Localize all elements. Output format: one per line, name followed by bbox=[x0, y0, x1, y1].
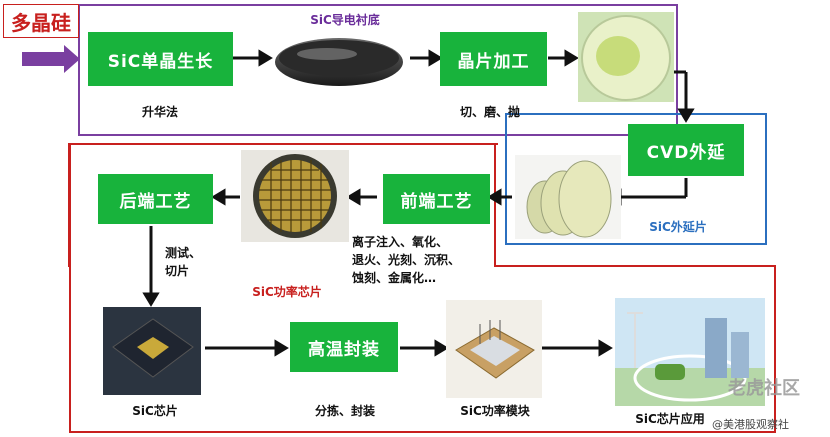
wafer-steps-label: 切、磨、抛 bbox=[459, 105, 520, 119]
front-steps-line2: 退火、光刻、沉积、 bbox=[352, 253, 461, 267]
polysilicon-tag: 多晶硅 bbox=[3, 4, 79, 38]
watermark-handle: @美港股观察社 bbox=[712, 418, 789, 431]
chip-application-label: SiC芯片应用 bbox=[635, 412, 705, 426]
back-end-process-box: 后端工艺 bbox=[98, 174, 213, 224]
power-module-image bbox=[446, 300, 542, 398]
power-chip-label: SiC功率芯片 bbox=[252, 285, 322, 299]
front-steps-line3: 蚀刻、金属化… bbox=[352, 271, 437, 285]
chip-application-image bbox=[615, 298, 765, 406]
watermark-brand: 老虎社区 bbox=[728, 378, 800, 399]
back-steps-line2: 切片 bbox=[165, 264, 190, 278]
conductive-substrate-caption: SiC导电衬底 bbox=[310, 13, 380, 27]
substrate-frame bbox=[78, 4, 678, 136]
sort-pack-label: 分拣、封装 bbox=[314, 404, 375, 418]
cvd-epitaxy-box: CVD外延 bbox=[628, 124, 744, 176]
back-steps-line1: 测试、 bbox=[165, 246, 202, 260]
sublimation-label: 升华法 bbox=[141, 105, 178, 119]
front-steps-line1: 离子注入、氧化、 bbox=[352, 235, 449, 249]
wafer-processing-box: 晶片加工 bbox=[440, 32, 547, 86]
sic-crystal-growth-box: SiC单晶生长 bbox=[88, 32, 233, 86]
front-end-process-box: 前端工艺 bbox=[383, 174, 490, 224]
power-chip-wafer-image bbox=[241, 150, 349, 242]
substrate-wafer-image bbox=[272, 28, 407, 90]
high-temp-packaging-box: 高温封装 bbox=[290, 322, 398, 372]
sic-chip-label: SiC芯片 bbox=[132, 404, 178, 418]
polished-wafer-image bbox=[578, 12, 674, 102]
epi-wafer-label: SiC外延片 bbox=[649, 220, 707, 234]
sic-chip-image bbox=[103, 307, 201, 395]
power-module-label: SiC功率模块 bbox=[460, 404, 530, 418]
epitaxial-wafers-image bbox=[515, 155, 621, 239]
epitaxy-frame bbox=[505, 113, 767, 245]
